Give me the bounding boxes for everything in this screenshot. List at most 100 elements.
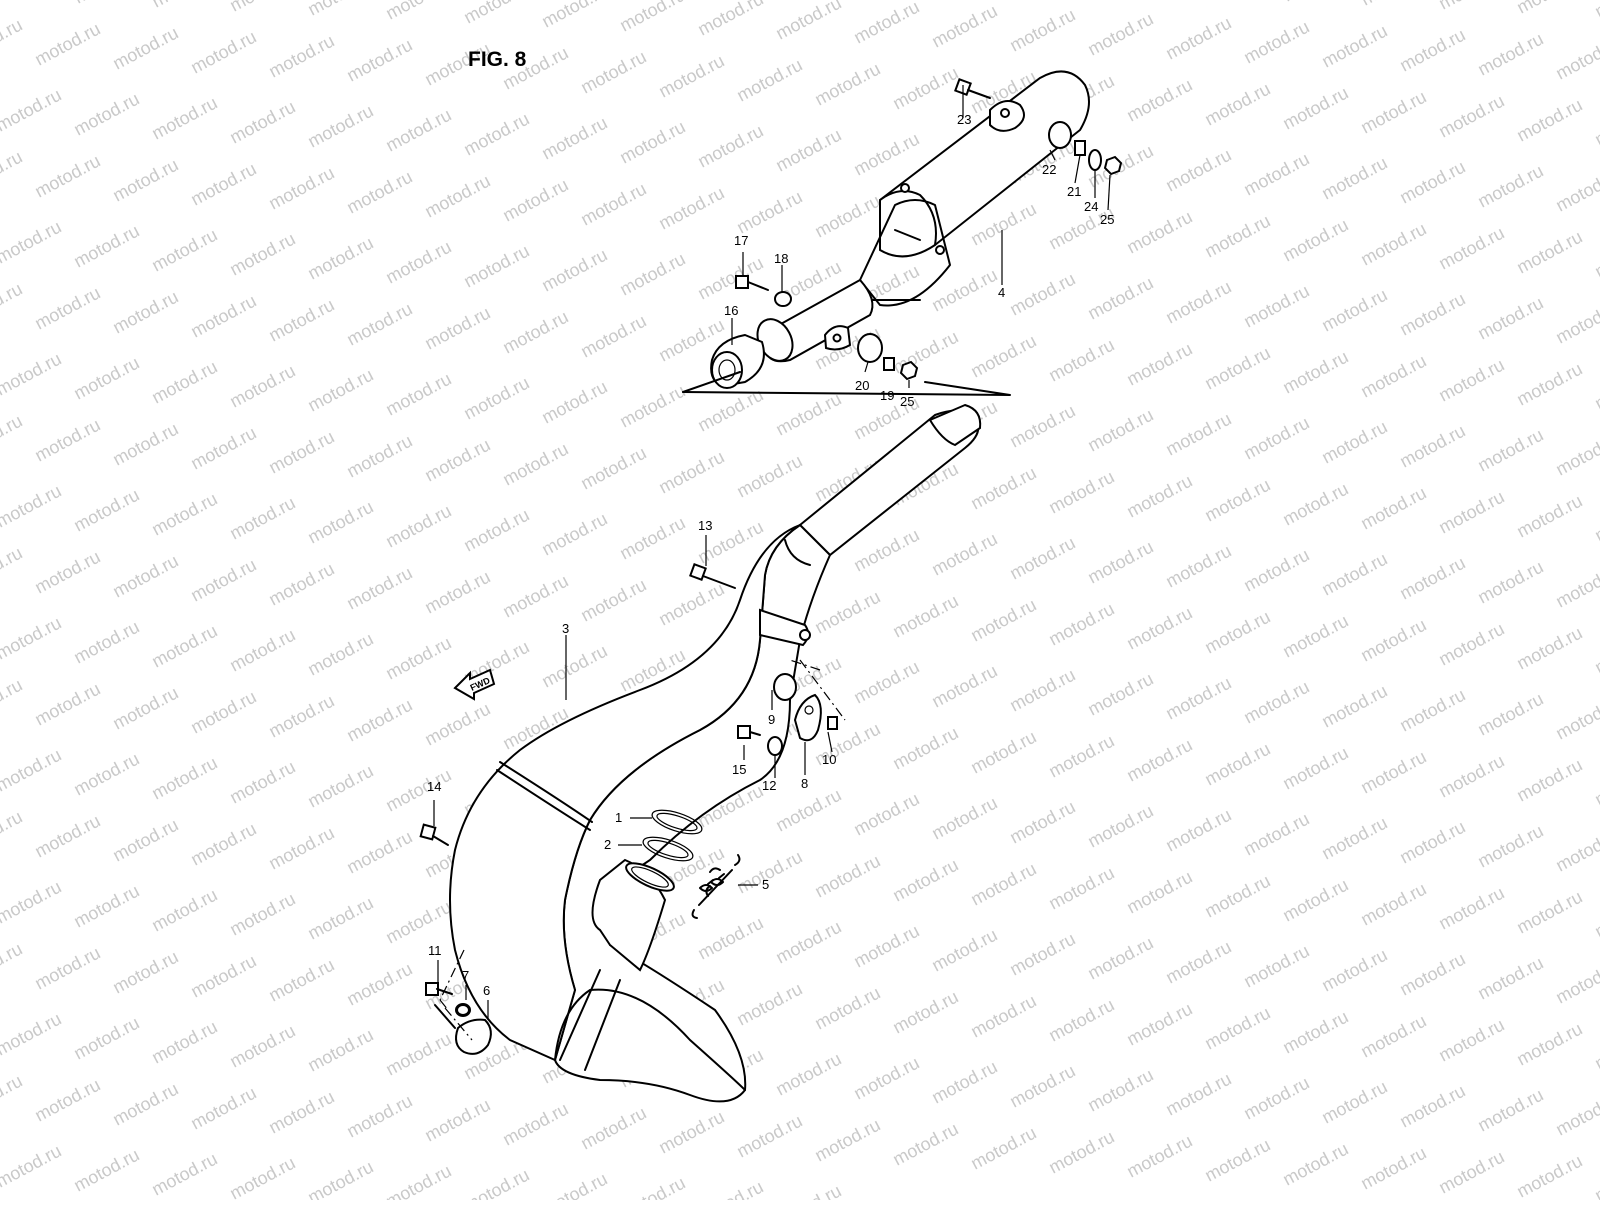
watermark-text: motod.ru bbox=[1474, 689, 1546, 740]
callout-4: 4 bbox=[998, 285, 1005, 300]
watermark-text: motod.ru bbox=[1045, 995, 1117, 1046]
watermark-text: motod.ru bbox=[1591, 0, 1600, 22]
watermark-text: motod.ru bbox=[889, 327, 961, 378]
watermark-text: motod.ru bbox=[0, 939, 26, 990]
watermark-text: motod.ru bbox=[1045, 203, 1117, 254]
callout-23: 23 bbox=[957, 112, 971, 127]
watermark-text: motod.ru bbox=[1357, 1011, 1429, 1062]
watermark-text: motod.ru bbox=[1240, 149, 1312, 200]
watermark-text: motod.ru bbox=[616, 249, 688, 300]
watermark-text: motod.ru bbox=[1279, 479, 1351, 530]
watermark-text: motod.ru bbox=[1435, 1147, 1507, 1198]
watermark-text: motod.ru bbox=[616, 1173, 688, 1200]
watermark-text: motod.ru bbox=[889, 723, 961, 774]
watermark-text: motod.ru bbox=[70, 749, 142, 800]
watermark-text: motod.ru bbox=[1162, 673, 1234, 724]
assembly-lines bbox=[434, 659, 846, 1041]
watermark-text: motod.ru bbox=[1591, 1155, 1600, 1200]
watermark-text: motod.ru bbox=[772, 0, 844, 44]
watermark-text: motod.ru bbox=[928, 793, 1000, 844]
watermark-text: motod.ru bbox=[70, 0, 142, 8]
watermark-text: motod.ru bbox=[70, 1013, 142, 1064]
watermark-text: motod.ru bbox=[1201, 343, 1273, 394]
watermark-text: motod.ru bbox=[1084, 669, 1156, 720]
callout-19: 19 bbox=[880, 388, 894, 403]
watermark-text: motod.ru bbox=[1279, 0, 1351, 6]
watermark-text: motod.ru bbox=[1435, 751, 1507, 802]
watermark-text: motod.ru bbox=[1591, 1023, 1600, 1074]
watermark-text: motod.ru bbox=[1279, 1139, 1351, 1190]
watermark-text: motod.ru bbox=[421, 435, 493, 486]
watermark-text: motod.ru bbox=[0, 1071, 26, 1122]
watermark-text: motod.ru bbox=[226, 1021, 298, 1072]
watermark-text: motod.ru bbox=[1396, 949, 1468, 1000]
watermark-text: motod.ru bbox=[1474, 293, 1546, 344]
watermark-text: motod.ru bbox=[1552, 693, 1600, 744]
watermark-text: motod.ru bbox=[694, 253, 766, 304]
watermark-text: motod.ru bbox=[1591, 759, 1600, 810]
watermark-text: motod.ru bbox=[1006, 1061, 1078, 1112]
watermark-text: motod.ru bbox=[1435, 355, 1507, 406]
watermark-text: motod.ru bbox=[382, 501, 454, 552]
watermark-text: motod.ru bbox=[928, 529, 1000, 580]
watermark-text: motod.ru bbox=[148, 357, 220, 408]
watermark-text: motod.ru bbox=[265, 559, 337, 610]
watermark-text: motod.ru bbox=[1318, 549, 1390, 600]
watermark-text: motod.ru bbox=[265, 823, 337, 874]
watermark-text: motod.ru bbox=[1357, 615, 1429, 666]
watermark-text: motod.ru bbox=[421, 699, 493, 750]
watermark-text: motod.ru bbox=[148, 489, 220, 540]
watermark-text: motod.ru bbox=[1357, 0, 1429, 10]
watermark-text: motod.ru bbox=[1162, 541, 1234, 592]
watermark-text: motod.ru bbox=[577, 1103, 649, 1154]
watermark-text: motod.ru bbox=[31, 811, 103, 862]
watermark-text: motod.ru bbox=[1591, 627, 1600, 678]
watermark-text: motod.ru bbox=[1552, 561, 1600, 612]
watermark-text: motod.ru bbox=[577, 179, 649, 230]
watermark-text: motod.ru bbox=[1201, 79, 1273, 130]
watermark-text: motod.ru bbox=[928, 1057, 1000, 1108]
watermark-text: motod.ru bbox=[0, 279, 26, 330]
watermark-text: motod.ru bbox=[1435, 883, 1507, 934]
watermark-text: motod.ru bbox=[265, 955, 337, 1006]
watermark-text: motod.ru bbox=[538, 113, 610, 164]
figure-title: FIG. 8 bbox=[468, 48, 527, 71]
watermark-text: motod.ru bbox=[1396, 157, 1468, 208]
watermark-text: motod.ru bbox=[343, 695, 415, 746]
watermark-text: motod.ru bbox=[382, 0, 454, 24]
watermark-text: motod.ru bbox=[0, 147, 26, 198]
watermark-text: motod.ru bbox=[343, 959, 415, 1010]
watermark-text: motod.ru bbox=[1474, 161, 1546, 212]
watermark-text: motod.ru bbox=[265, 427, 337, 478]
watermark-text: motod.ru bbox=[1435, 223, 1507, 274]
watermark-text: motod.ru bbox=[187, 159, 259, 210]
watermark-text: motod.ru bbox=[772, 389, 844, 440]
watermark-text: motod.ru bbox=[1240, 413, 1312, 464]
watermark-text: motod.ru bbox=[1162, 805, 1234, 856]
watermark-text: motod.ru bbox=[928, 265, 1000, 316]
watermark-text: motod.ru bbox=[0, 1009, 65, 1060]
watermark-text: motod.ru bbox=[1513, 623, 1585, 674]
watermark-text: motod.ru bbox=[1084, 933, 1156, 984]
watermark-text: motod.ru bbox=[70, 1145, 142, 1196]
watermark-text: motod.ru bbox=[460, 505, 532, 556]
watermark-text: motod.ru bbox=[1552, 165, 1600, 216]
watermark-text: motod.ru bbox=[304, 761, 376, 812]
watermark-text: motod.ru bbox=[1357, 219, 1429, 270]
watermark-text: motod.ru bbox=[1435, 487, 1507, 538]
watermark-text: motod.ru bbox=[382, 237, 454, 288]
chamber-fasteners bbox=[419, 563, 838, 1016]
watermark-text: motod.ru bbox=[148, 1149, 220, 1200]
watermark-text: motod.ru bbox=[31, 943, 103, 994]
watermark-text: motod.ru bbox=[1045, 731, 1117, 782]
watermark-text: motod.ru bbox=[109, 815, 181, 866]
watermark-text: motod.ru bbox=[1435, 0, 1507, 14]
watermark-text: motod.ru bbox=[1513, 755, 1585, 806]
watermark-text: motod.ru bbox=[226, 625, 298, 676]
muffler-part-4 bbox=[756, 70, 1090, 363]
watermark-text: motod.ru bbox=[1240, 545, 1312, 596]
watermark-text: motod.ru bbox=[1045, 335, 1117, 386]
watermark-text: motod.ru bbox=[109, 1079, 181, 1130]
watermark-text: motod.ru bbox=[304, 365, 376, 416]
callout-labels: 23 22 21 24 25 4 17 18 16 20 19 25 13 3 … bbox=[427, 112, 1114, 998]
